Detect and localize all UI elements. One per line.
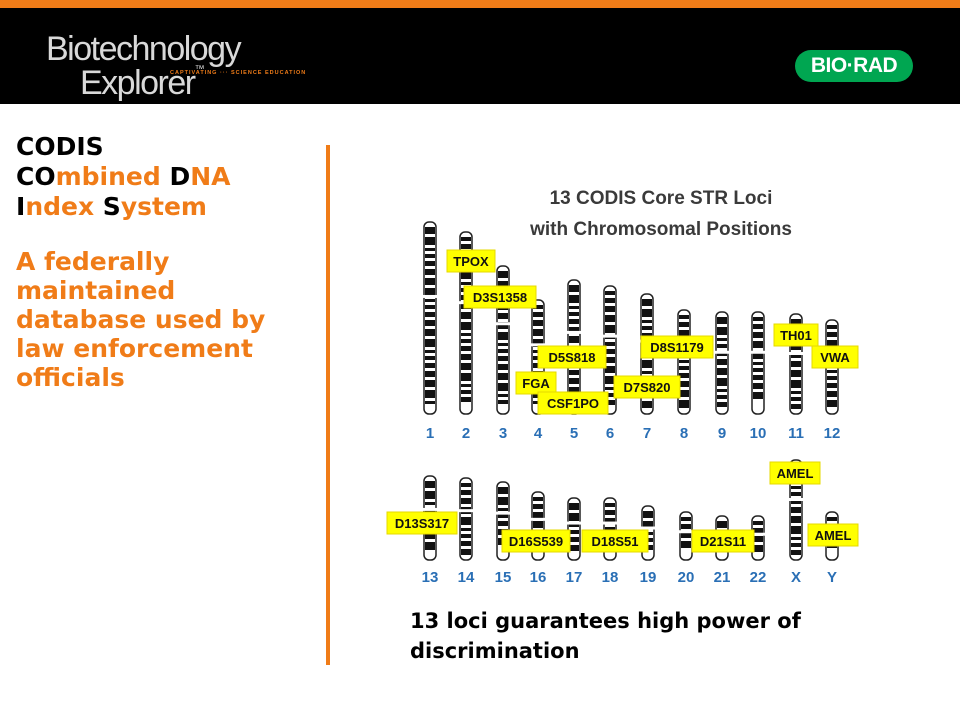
locus-label-amel-y: AMEL: [807, 523, 859, 547]
svg-text:D3S1358: D3S1358: [473, 290, 527, 305]
svg-text:TPOX: TPOX: [453, 254, 489, 269]
chromosome-row1-1: [423, 221, 437, 415]
chromosome-number-6: 6: [606, 425, 614, 442]
chromosome-number-18: 18: [602, 569, 619, 586]
chromosome-row2-5: [567, 497, 581, 561]
header-banner: Biotechnology Explorer™ CAPTIVATING ··· …: [0, 8, 960, 104]
bio-rad-logo: BIO·RAD: [795, 50, 913, 82]
svg-text:AMEL: AMEL: [815, 528, 852, 543]
locus-label-fga: FGA: [515, 371, 557, 395]
top-accent-stripe: [0, 0, 960, 8]
chromosome-number-19: 19: [640, 569, 657, 586]
svg-text:D13S317: D13S317: [395, 516, 449, 531]
chromosome-row2-10: [751, 515, 765, 561]
chromosome-number-7: 7: [643, 425, 651, 442]
locus-label-d16s539: D16S539: [501, 529, 571, 553]
locus-label-d18s51: D18S51: [581, 529, 649, 553]
chromosome-number-13: 13: [422, 569, 439, 586]
svg-text:D21S11: D21S11: [700, 534, 746, 549]
svg-text:TH01: TH01: [780, 328, 812, 343]
chromosome-number-16: 16: [530, 569, 547, 586]
chromosome-row2-8: [679, 511, 693, 561]
chromosome-number-x: X: [791, 569, 801, 586]
locus-label-csf1po: CSF1PO: [537, 391, 609, 415]
chromosome-number-12: 12: [824, 425, 841, 442]
svg-text:CSF1PO: CSF1PO: [547, 396, 599, 411]
chromosome-number-17: 17: [566, 569, 583, 586]
biotechnology-explorer-logo: Biotechnology Explorer™ CAPTIVATING ··· …: [46, 30, 346, 110]
chromosome-row2-2: [459, 477, 473, 561]
vertical-divider: [326, 145, 330, 665]
svg-text:FGA: FGA: [522, 376, 550, 391]
locus-label-d3s1358: D3S1358: [463, 285, 537, 309]
locus-label-d21s11: D21S11: [691, 529, 755, 553]
locus-label-d7s820: D7S820: [613, 375, 681, 399]
chromosome-number-20: 20: [678, 569, 695, 586]
chromosome-number-21: 21: [714, 569, 731, 586]
chromosome-row1-9: [715, 311, 729, 415]
logo-line2: Explorer™: [80, 64, 205, 102]
chromosome-number-1: 1: [426, 425, 434, 442]
chromosome-row1-11: [789, 313, 803, 415]
svg-text:AMEL: AMEL: [777, 466, 814, 481]
codis-description: A federally maintained database used by …: [16, 247, 266, 392]
figure-title-line1: 13 CODIS Core STR Loci: [550, 188, 773, 209]
svg-text:D5S818: D5S818: [549, 350, 596, 365]
logo-line1: Biotechnology: [46, 30, 242, 68]
logo-tagline: CAPTIVATING ··· SCIENCE EDUCATION: [170, 70, 307, 76]
chromosome-number-y: Y: [827, 569, 837, 586]
chromosome-row1-6: [603, 285, 617, 415]
locus-label-d5s818: D5S818: [537, 345, 607, 369]
locus-label-tpox: TPOX: [446, 249, 496, 273]
svg-text:D18S51: D18S51: [592, 534, 639, 549]
chromosome-number-5: 5: [570, 425, 578, 442]
title-line1: CODIS: [16, 132, 104, 161]
locus-label-vwa: VWA: [811, 345, 859, 369]
svg-text:D8S1179: D8S1179: [650, 340, 704, 355]
chromosome-number-15: 15: [495, 569, 512, 586]
title-line2: COmbined DNA: [16, 162, 231, 191]
chromosome-number-9: 9: [718, 425, 726, 442]
title-line3: Index System: [16, 192, 207, 221]
caption: 13 loci guarantees high power of discrim…: [410, 609, 801, 663]
locus-label-d8s1179: D8S1179: [640, 335, 714, 359]
locus-label-th01: TH01: [773, 323, 819, 347]
chromosome-number-14: 14: [458, 569, 475, 586]
chromosome-number-4: 4: [534, 425, 543, 442]
svg-text:VWA: VWA: [820, 350, 850, 365]
chromosome-number-2: 2: [462, 425, 470, 442]
locus-label-amel-x: AMEL: [769, 461, 821, 485]
chromosome-number-22: 22: [750, 569, 767, 586]
chromosome-number-10: 10: [750, 425, 767, 442]
chromosome-row1-10: [751, 311, 765, 415]
svg-text:D16S539: D16S539: [509, 534, 563, 549]
chromosome-number-11: 11: [788, 425, 804, 442]
locus-label-d13s317: D13S317: [386, 511, 458, 535]
chromosome-number-8: 8: [680, 425, 688, 442]
codis-title: CODIS COmbined DNA Index System: [16, 132, 231, 222]
figure-title-line2: with Chromosomal Positions: [529, 219, 792, 240]
chromosome-number-3: 3: [499, 425, 507, 442]
svg-text:D7S820: D7S820: [624, 380, 671, 395]
